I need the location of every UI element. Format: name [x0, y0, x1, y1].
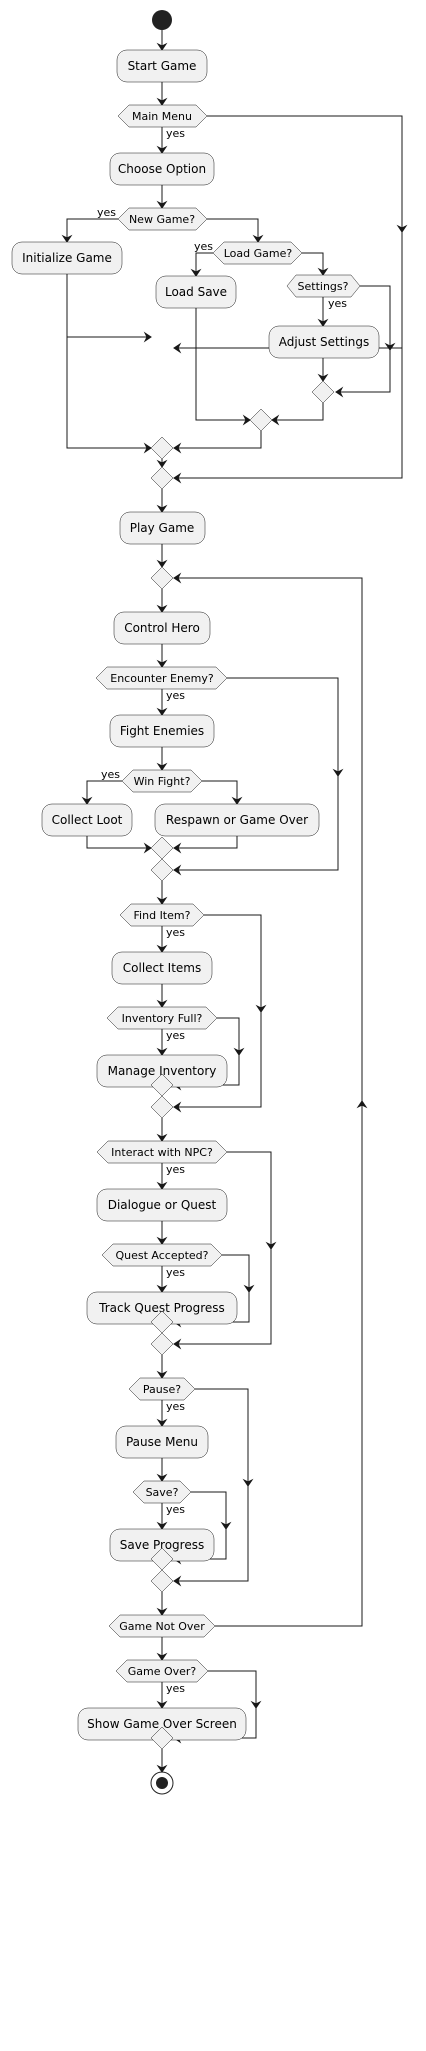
activity-control-hero: Control Hero — [113, 611, 211, 645]
activity-label: Track Quest Progress — [98, 1301, 225, 1315]
decision-label: New Game? — [129, 213, 195, 226]
yes-label: yes — [166, 689, 185, 702]
merge-main-menu — [150, 466, 174, 490]
decision-label: Find Item? — [134, 909, 191, 922]
decision-main-menu: Main Menu — [117, 104, 208, 128]
start-node — [152, 10, 172, 30]
yes-label: yes — [166, 1503, 185, 1516]
end-node — [150, 1771, 174, 1795]
activity-collect-loot: Collect Loot — [41, 803, 133, 837]
activity-choose-option: Choose Option — [109, 152, 215, 186]
decision-label: Inventory Full? — [122, 1012, 203, 1025]
decision-label: Win Fight? — [134, 775, 191, 788]
decision-label: Load Game? — [224, 247, 293, 260]
decision-find-item: Find Item? — [119, 903, 205, 927]
decision-label: Interact with NPC? — [111, 1146, 213, 1159]
decision-win-fight: Win Fight? — [121, 769, 203, 793]
decision-label: Pause? — [143, 1383, 181, 1396]
activity-load-save: Load Save — [155, 275, 237, 309]
activity-label: Collect Loot — [52, 813, 123, 827]
yes-label: yes — [166, 1029, 185, 1042]
merge-encounter — [150, 858, 174, 882]
decision-game-over: Game Over? — [115, 1659, 209, 1683]
merge-new-game — [150, 436, 174, 460]
decision-label: Encounter Enemy? — [110, 672, 214, 685]
merge-npc — [150, 1332, 174, 1356]
activity-label: Choose Option — [118, 162, 206, 176]
activity-label: Manage Inventory — [108, 1064, 217, 1078]
activity-label: Start Game — [128, 59, 197, 73]
decision-label: Game Over? — [128, 1665, 197, 1678]
yes-label: yes — [166, 1400, 185, 1413]
decision-pause: Pause? — [128, 1377, 196, 1401]
merge-find-item — [150, 1095, 174, 1119]
merge-win-fight — [150, 836, 174, 860]
activity-respawn-or-game-over: Respawn or Game Over — [154, 803, 320, 837]
activity-dialogue-or-quest: Dialogue or Quest — [96, 1188, 228, 1222]
activity-fight-enemies: Fight Enemies — [109, 714, 215, 748]
activity-label: Control Hero — [124, 621, 200, 635]
decision-load-game: Load Game? — [212, 241, 303, 265]
activity-adjust-settings: Adjust Settings — [268, 325, 380, 359]
decision-label: Quest Accepted? — [115, 1249, 208, 1262]
activity-label: Fight Enemies — [120, 724, 204, 738]
merge-loop — [150, 566, 174, 590]
activity-label: Play Game — [130, 521, 195, 535]
yes-label: yes — [166, 926, 185, 939]
yes-label: yes — [166, 127, 185, 140]
activity-label: Save Progress — [120, 1538, 204, 1552]
yes-label: yes — [166, 1163, 185, 1176]
decision-label: Main Menu — [132, 110, 192, 123]
decision-interact-npc: Interact with NPC? — [96, 1140, 228, 1164]
decision-game-not-over: Game Not Over — [108, 1614, 216, 1638]
decision-label: Save? — [146, 1486, 179, 1499]
activity-save-progress: Save Progress — [109, 1528, 215, 1562]
activity-label: Pause Menu — [126, 1435, 198, 1449]
activity-label: Collect Items — [123, 961, 201, 975]
activity-show-game-over-screen: Show Game Over Screen — [77, 1707, 247, 1741]
decision-quest-accepted: Quest Accepted? — [101, 1243, 223, 1267]
yes-label: yes — [194, 240, 213, 253]
activity-track-quest-progress: Track Quest Progress — [86, 1291, 238, 1325]
decision-new-game: New Game? — [117, 207, 208, 231]
activity-manage-inventory: Manage Inventory — [96, 1054, 228, 1088]
decision-label: Settings? — [298, 280, 349, 293]
yes-label: yes — [101, 768, 120, 781]
decision-encounter-enemy: Encounter Enemy? — [95, 666, 228, 690]
activity-pause-menu: Pause Menu — [115, 1425, 209, 1459]
decision-settings: Settings? — [286, 274, 361, 298]
decision-label: Game Not Over — [119, 1620, 205, 1633]
yes-label: yes — [328, 297, 347, 310]
merge-pause — [150, 1569, 174, 1593]
merge-load — [249, 408, 273, 432]
activity-label: Respawn or Game Over — [166, 813, 308, 827]
yes-label: yes — [97, 206, 116, 219]
activity-label: Adjust Settings — [279, 335, 370, 349]
decision-inventory-full: Inventory Full? — [106, 1006, 218, 1030]
activity-label: Show Game Over Screen — [87, 1717, 237, 1731]
activity-label: Initialize Game — [22, 251, 112, 265]
merge-settings — [311, 380, 335, 404]
yes-label: yes — [166, 1682, 185, 1695]
activity-start-game: Start Game — [116, 49, 208, 83]
yes-label: yes — [166, 1266, 185, 1279]
activity-label: Dialogue or Quest — [108, 1198, 217, 1212]
decision-save: Save? — [132, 1480, 192, 1504]
activity-play-game: Play Game — [119, 511, 206, 545]
activity-label: Load Save — [165, 285, 227, 299]
activity-collect-items: Collect Items — [111, 951, 213, 985]
activity-initialize-game: Initialize Game — [11, 241, 123, 275]
